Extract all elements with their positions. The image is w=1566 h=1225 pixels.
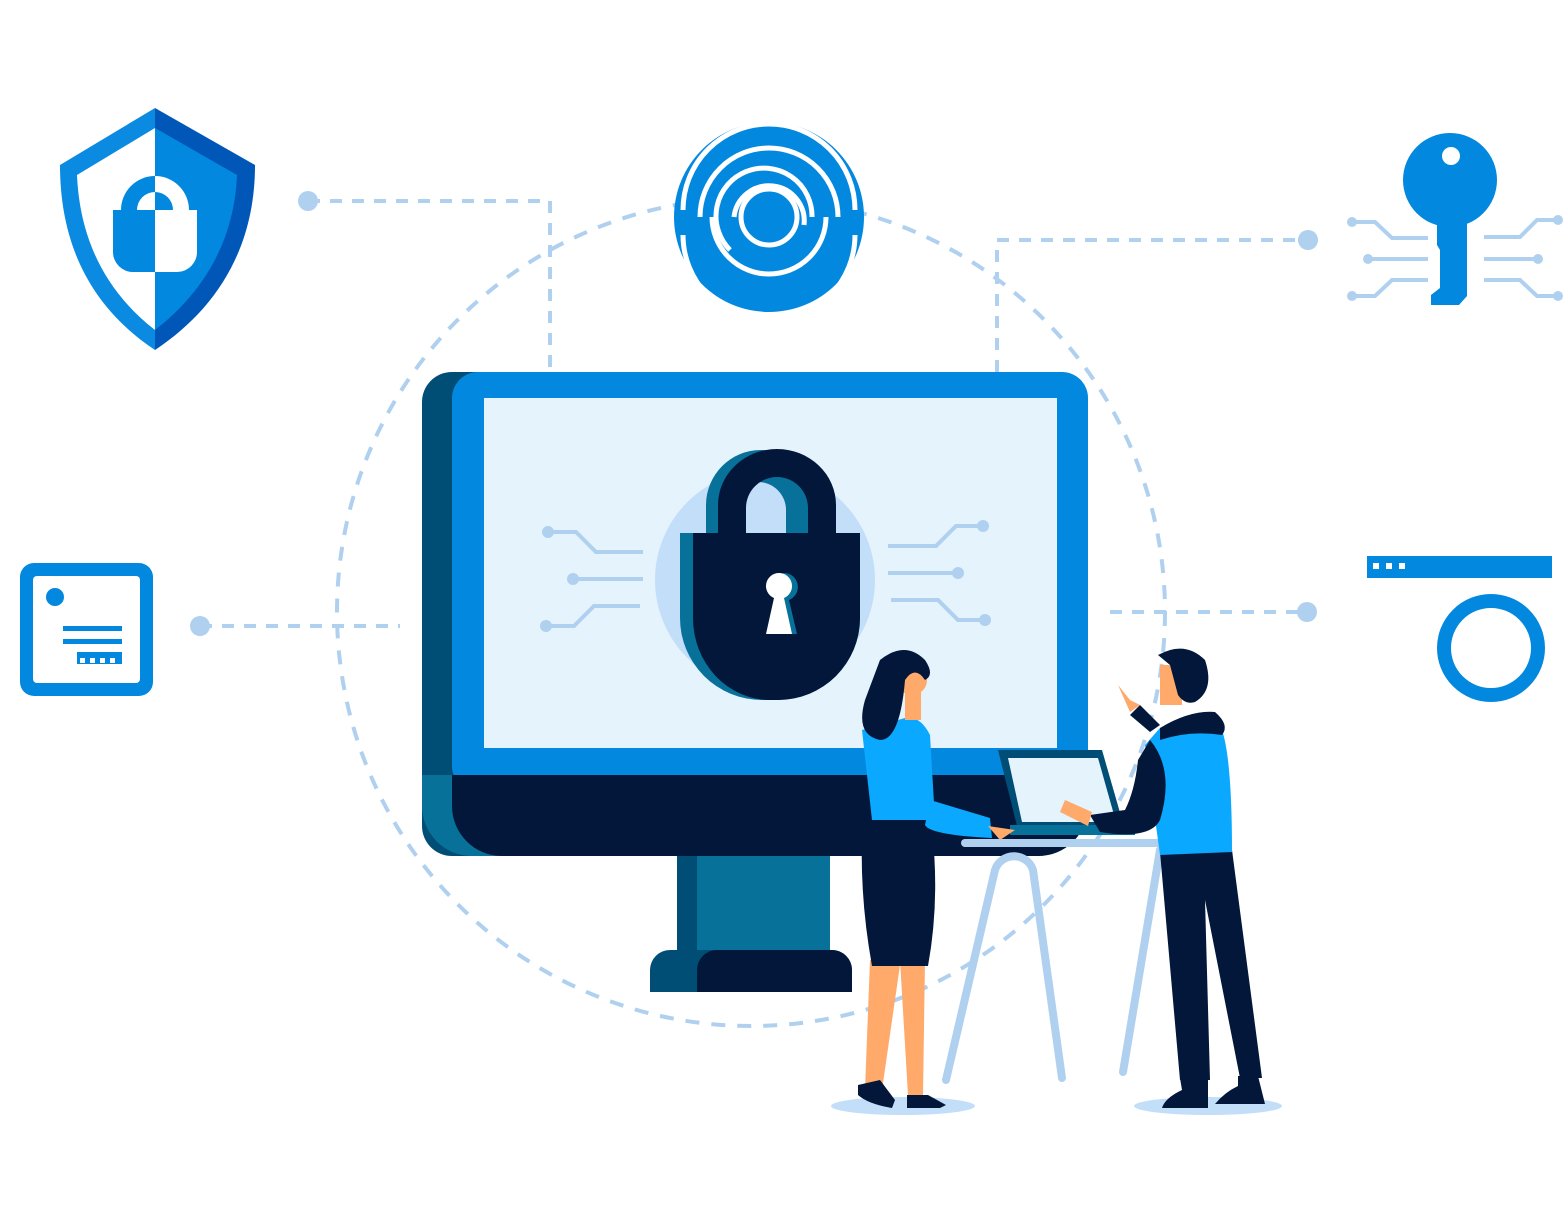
- connectors: [200, 199, 1308, 628]
- laptop: [998, 750, 1135, 835]
- person-man: [1060, 648, 1265, 1108]
- fingerprint-icon: [674, 121, 864, 324]
- person-woman: [858, 650, 1015, 1108]
- screen-circuits: [546, 524, 985, 628]
- key-icon: [1347, 133, 1563, 305]
- connector-dots: [190, 191, 1318, 636]
- password-icon: [1367, 556, 1552, 702]
- padlock-icon: [655, 449, 875, 700]
- document-icon: [20, 563, 153, 696]
- table: [942, 839, 1164, 1084]
- shield-lock-icon: [60, 108, 255, 350]
